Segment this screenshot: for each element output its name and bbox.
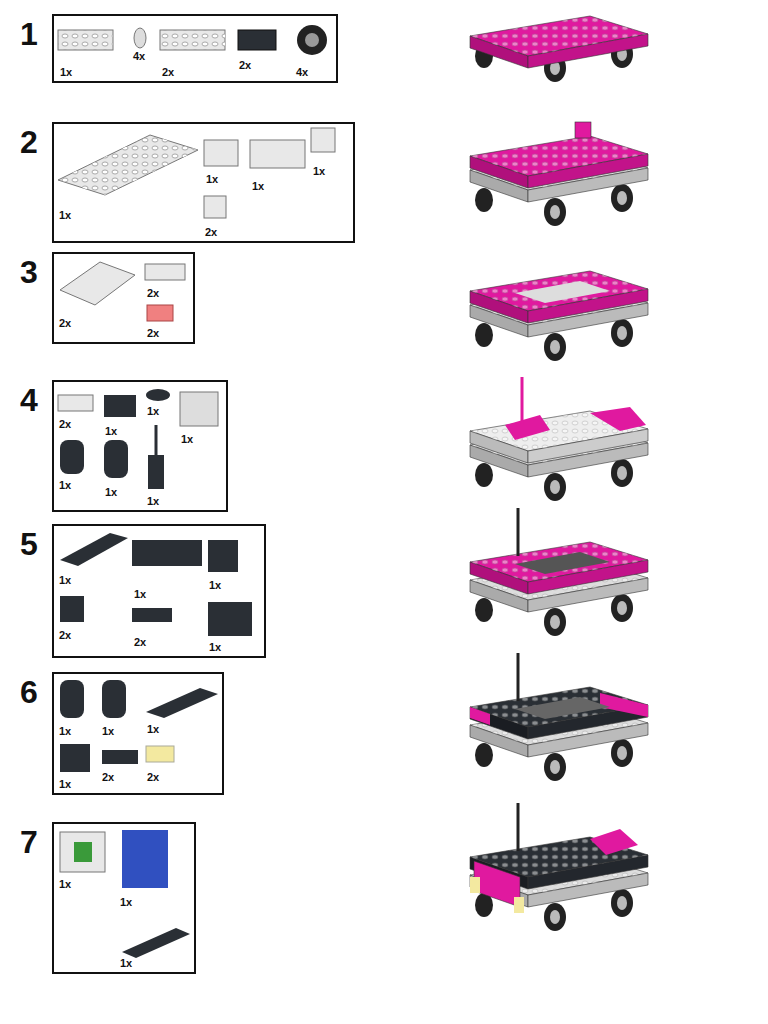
- part-quantity: 1x: [59, 778, 71, 791]
- car-step-6: [470, 653, 648, 781]
- part-quantity: 2x: [147, 287, 159, 300]
- parts-7: [60, 830, 190, 958]
- parts-box: 11x4x2x2x4x: [52, 14, 338, 83]
- part-quantity: 2x: [162, 66, 174, 79]
- part-quantity: 1x: [147, 495, 159, 508]
- part-quantity: 1x: [209, 641, 221, 654]
- parts-5: [60, 533, 252, 636]
- part-quantity: 1x: [60, 66, 72, 79]
- part-quantity: 1x: [147, 405, 159, 418]
- step-number: 6: [20, 676, 38, 708]
- car-step-3: [470, 271, 648, 361]
- step-number: 2: [20, 126, 38, 158]
- car-step-5: [470, 508, 648, 636]
- part-quantity: 1x: [209, 579, 221, 592]
- part-quantity: 1x: [105, 486, 117, 499]
- car-step-2: [470, 122, 648, 226]
- part-quantity: 2x: [102, 771, 114, 784]
- parts-box: 32x2x2x: [52, 252, 195, 344]
- part-quantity: 2x: [134, 636, 146, 649]
- step-number: 7: [20, 826, 38, 858]
- part-quantity: 1x: [59, 878, 71, 891]
- parts-6: [60, 680, 218, 772]
- car-step-4: [470, 377, 648, 501]
- part-quantity: 1x: [252, 180, 264, 193]
- part-quantity: 2x: [147, 771, 159, 784]
- part-quantity: 1x: [134, 588, 146, 601]
- step-number: 4: [20, 384, 38, 416]
- part-quantity: 1x: [120, 896, 132, 909]
- part-quantity: 1x: [59, 574, 71, 587]
- step-number: 3: [20, 256, 38, 288]
- car-step-7: [470, 803, 648, 931]
- part-quantity: 2x: [59, 418, 71, 431]
- parts-box: 61x1x1x1x2x2x: [52, 672, 224, 795]
- part-quantity: 1x: [59, 479, 71, 492]
- parts-2: [58, 128, 335, 218]
- parts-3: [60, 262, 185, 321]
- part-quantity: 2x: [59, 629, 71, 642]
- part-quantity: 1x: [59, 725, 71, 738]
- part-quantity: 4x: [133, 50, 145, 63]
- parts-box: 21x1x1x1x2x: [52, 122, 355, 243]
- parts-box: 42x1x1x1x1x1x1x: [52, 380, 228, 512]
- part-quantity: 1x: [105, 425, 117, 438]
- parts-box: 71x1x1x: [52, 822, 196, 974]
- parts-4: [58, 389, 218, 489]
- parts-box: 51x1x1x2x2x1x: [52, 524, 266, 658]
- part-quantity: 2x: [205, 226, 217, 239]
- part-quantity: 1x: [206, 173, 218, 186]
- part-quantity: 2x: [59, 317, 71, 330]
- part-quantity: 4x: [296, 66, 308, 79]
- part-quantity: 1x: [147, 723, 159, 736]
- part-quantity: 2x: [239, 59, 251, 72]
- step-number: 5: [20, 528, 38, 560]
- part-quantity: 1x: [120, 957, 132, 970]
- parts-1: [58, 25, 327, 55]
- part-quantity: 1x: [102, 725, 114, 738]
- part-quantity: 1x: [313, 165, 325, 178]
- part-quantity: 2x: [147, 327, 159, 340]
- step-number: 1: [20, 18, 38, 50]
- car-step-1: [470, 16, 648, 82]
- part-quantity: 1x: [59, 209, 71, 222]
- part-quantity: 1x: [181, 433, 193, 446]
